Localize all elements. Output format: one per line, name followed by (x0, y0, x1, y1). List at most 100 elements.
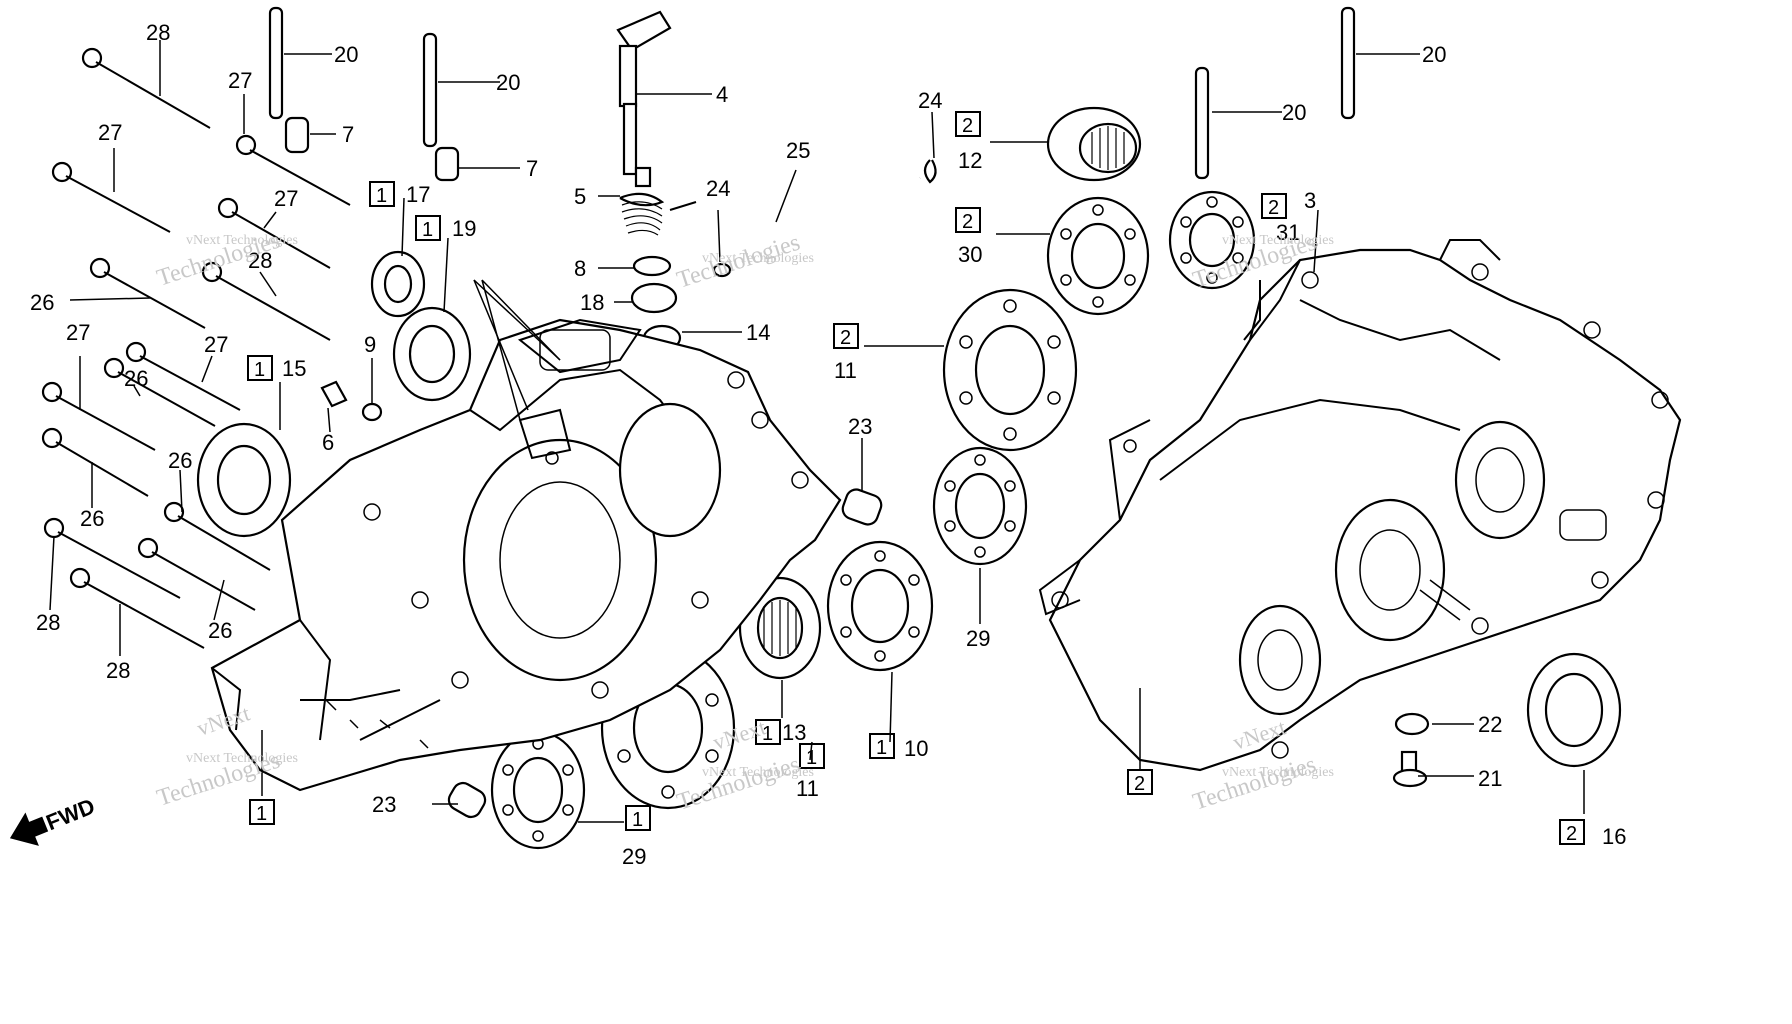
bolt-26a (89, 257, 206, 329)
bolt-26d (163, 501, 271, 571)
bolt-28a (81, 47, 211, 129)
callout-7: 7 (526, 156, 538, 181)
box-marker: 1 (369, 181, 395, 207)
callout-26: 26 (30, 290, 54, 315)
callout-23: 23 (848, 414, 872, 439)
callout-25: 25 (786, 138, 810, 163)
bolt-28c (43, 517, 181, 599)
callout-29: 29 (622, 844, 646, 869)
callout-13: 13 (782, 720, 806, 745)
callout-24: 24 (706, 176, 730, 201)
callout-10: 10 (904, 736, 928, 761)
box-marker: 2 (833, 323, 859, 349)
bolt-26c (41, 427, 149, 497)
bushing-23a (841, 488, 883, 526)
clip-24b (712, 262, 732, 278)
bolt-27b (51, 161, 171, 233)
callout-27: 27 (98, 120, 122, 145)
callout-21: 21 (1478, 766, 1502, 791)
callout-26: 26 (124, 366, 148, 391)
svg-text:1: 1 (876, 737, 887, 759)
bolt-27e (41, 381, 156, 451)
seal-18 (630, 282, 678, 314)
bearing-29b (490, 730, 586, 850)
collar-7b (434, 146, 460, 182)
needle-bearing-13 (738, 576, 822, 680)
callout-labels: 28 27 27 27 28 26 27 27 26 26 26 26 28 2… (30, 20, 1626, 869)
callout-26: 26 (208, 618, 232, 643)
callout-19: 19 (452, 216, 476, 241)
box-marker: 1 (249, 799, 275, 825)
bolt-28b (201, 261, 331, 341)
callout-3: 3 (1304, 188, 1316, 213)
callout-27: 27 (274, 186, 298, 211)
watermark-text: vNext Technologies (186, 751, 298, 766)
watermark-text: vNext Technologies (702, 251, 814, 266)
watermark-text: vNext Technologies (1222, 233, 1334, 248)
callout-26: 26 (168, 448, 192, 473)
bolt-27a (235, 134, 351, 206)
dowel-pin-20a (268, 6, 284, 120)
svg-text:2: 2 (962, 115, 973, 137)
right-small-parts (1392, 652, 1622, 788)
callout-7: 7 (342, 122, 354, 147)
box-marker: 2 (955, 111, 981, 137)
svg-text:1: 1 (256, 803, 267, 825)
callout-17: 17 (406, 182, 430, 207)
bolt-28d (69, 567, 205, 649)
callout-28: 28 (36, 610, 60, 635)
callout-20: 20 (1422, 42, 1446, 67)
box-marker: 2 (1261, 193, 1287, 219)
washer-22 (1394, 712, 1430, 736)
seal-19 (392, 306, 472, 402)
callout-28: 28 (146, 20, 170, 45)
bolt-27d (125, 341, 241, 411)
box-marker: 1 (755, 719, 781, 745)
seal-16 (1526, 652, 1622, 768)
left-bearings-group (196, 250, 934, 850)
svg-text:2: 2 (840, 327, 851, 349)
callout-29: 29 (966, 626, 990, 651)
callout-18: 18 (580, 290, 604, 315)
svg-text:1: 1 (762, 723, 773, 745)
boxed-reference-markers: 1 1 1 1 1 1 1 1 2 2 2 2 2 2 (247, 111, 1585, 845)
box-marker: 1 (625, 805, 651, 831)
svg-text:1: 1 (376, 185, 387, 207)
washer-9 (361, 402, 383, 422)
right-crankcase-half (1038, 239, 1682, 772)
forward-direction-indicator: FWD (9, 793, 98, 846)
middle-bearings-group (932, 106, 1256, 566)
dowel-pins-group (268, 6, 1356, 182)
svg-text:1: 1 (632, 809, 643, 831)
callout-22: 22 (1478, 712, 1502, 737)
bearing-31 (1168, 190, 1256, 290)
callout-28: 28 (248, 248, 272, 273)
dowel-pin-20c (1194, 66, 1210, 180)
callout-20: 20 (334, 42, 358, 67)
box-marker: 1 (415, 215, 441, 241)
clip-24a (923, 159, 937, 184)
callout-24: 24 (918, 88, 942, 113)
watermark-text: vNext Technologies (702, 765, 814, 780)
bolt-26b (103, 357, 216, 427)
watermark-text: vNext Technologies (186, 233, 298, 248)
leader-lines (49, 40, 1585, 823)
shift-spindle-assembly (320, 10, 937, 422)
bolt-6 (320, 380, 348, 408)
callout-27: 27 (204, 332, 228, 357)
callout-30: 30 (958, 242, 982, 267)
bolt-21 (1392, 750, 1428, 788)
svg-text:2: 2 (1268, 197, 1279, 219)
dowel-pin-20b (422, 32, 438, 148)
callout-27: 27 (228, 68, 252, 93)
fwd-arrow-icon (9, 812, 49, 846)
box-marker: 1 (247, 355, 273, 381)
seal-17 (370, 250, 426, 318)
dowel-pin-20d (1340, 6, 1356, 120)
callout-26: 26 (80, 506, 104, 531)
callout-11: 11 (834, 358, 857, 383)
seal-15 (196, 422, 292, 538)
callout-4: 4 (716, 82, 728, 107)
bearing-11a (942, 288, 1078, 452)
